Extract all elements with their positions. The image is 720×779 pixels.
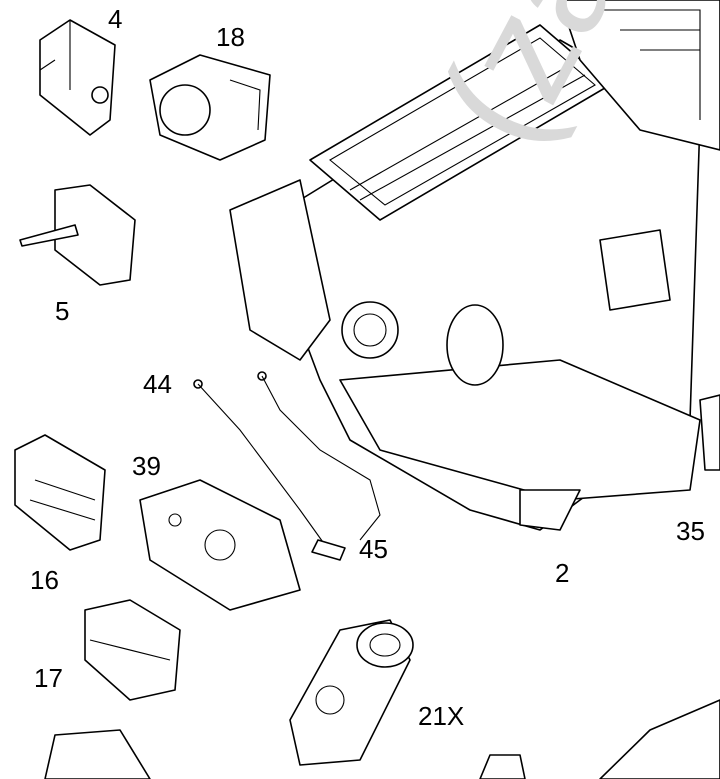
- cable-part-45: [257, 371, 381, 561]
- callout-39: 39: [132, 451, 161, 481]
- callout-45: 45: [359, 534, 388, 564]
- actuator-part-17: [84, 599, 181, 701]
- callout-4: 4: [108, 4, 123, 34]
- callout-16: 16: [30, 565, 59, 595]
- callout-17: 17: [34, 663, 63, 693]
- cable-part-44: [193, 379, 326, 546]
- actuator-part-5: [19, 184, 136, 286]
- motor-part-18: [149, 54, 271, 161]
- actuator-part-16: [14, 434, 106, 551]
- callout-44: 44: [143, 369, 172, 399]
- actuator-part-4: [39, 19, 116, 136]
- partial-part-bottom-right: [599, 699, 720, 779]
- callout-21x: 21X: [418, 701, 465, 731]
- callout-2: 2: [555, 558, 570, 588]
- callout-35: 35: [676, 516, 705, 546]
- partial-part-bottom-center: [479, 754, 526, 779]
- callout-5: 5: [55, 296, 70, 326]
- callout-18: 18: [216, 22, 245, 52]
- part-35: [699, 394, 720, 471]
- partial-part-bottom-left: [44, 729, 151, 779]
- hvac-housing-part-2: [229, 0, 720, 531]
- expansion-valve-part-21x: [289, 619, 414, 766]
- bracket-part-39: [139, 479, 301, 611]
